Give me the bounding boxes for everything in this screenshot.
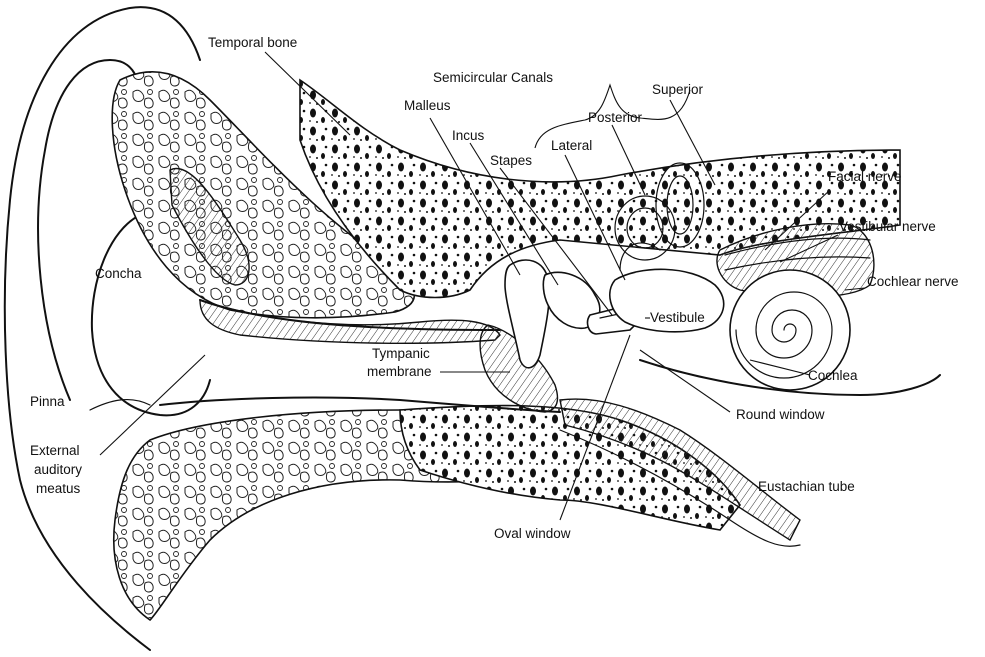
label-incus: Incus xyxy=(452,128,485,143)
label-malleus: Malleus xyxy=(404,98,451,113)
label-external-line1: External xyxy=(30,443,80,458)
label-vestibular-nerve: Vestibular nerve xyxy=(839,219,936,234)
label-lateral: Lateral xyxy=(551,138,592,153)
label-pinna: Pinna xyxy=(30,394,65,409)
label-facial-nerve: Facial nerve xyxy=(828,169,902,184)
label-vestibule: Vestibule xyxy=(650,310,705,325)
label-semicircular-canals: Semicircular Canals xyxy=(433,70,553,85)
label-cochlear-nerve: Cochlear nerve xyxy=(867,274,959,289)
label-external-line3: meatus xyxy=(36,481,81,496)
label-superior: Superior xyxy=(652,82,704,97)
label-round-window: Round window xyxy=(736,407,825,422)
label-cochlea: Cochlea xyxy=(808,368,858,383)
label-tympanic-line2: membrane xyxy=(367,364,432,379)
label-concha: Concha xyxy=(95,266,142,281)
label-eustachian-tube: Eustachian tube xyxy=(758,479,855,494)
label-stapes: Stapes xyxy=(490,153,532,168)
label-temporal-bone: Temporal bone xyxy=(208,35,297,50)
label-oval-window: Oval window xyxy=(494,526,571,541)
label-posterior: Posterior xyxy=(588,110,643,125)
label-external-line2: auditory xyxy=(34,462,82,477)
label-tympanic-line1: Tympanic xyxy=(372,346,430,361)
